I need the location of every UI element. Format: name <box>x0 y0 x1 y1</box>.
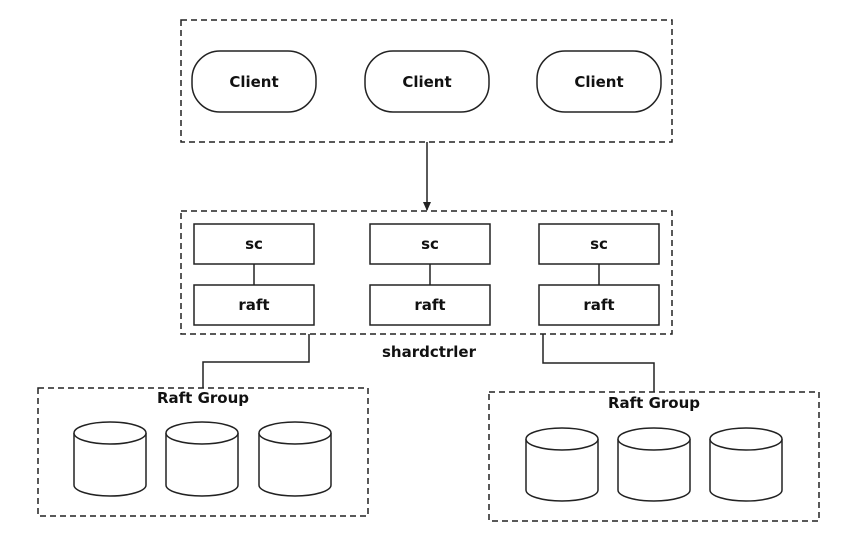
shardctrler-group-border <box>180 210 673 335</box>
raft-label: raft <box>414 296 445 314</box>
database-icon <box>73 433 147 497</box>
client-group-border <box>180 19 673 143</box>
database-icon <box>525 439 599 502</box>
database-icon <box>258 433 332 497</box>
client-label: Client <box>574 73 623 91</box>
sc-box <box>369 223 491 265</box>
disk-row <box>73 421 332 497</box>
shardctrler-node: sc raft <box>369 223 491 326</box>
client-node: Client <box>536 50 662 113</box>
raft-group-right: Raft Group <box>488 391 820 522</box>
client-label: Client <box>402 73 451 91</box>
raft-label: raft <box>238 296 269 314</box>
raft-box <box>538 284 660 326</box>
database-icon-top <box>73 421 147 445</box>
shardctrler-to-raft-group-left-connector <box>202 334 310 388</box>
database-icon-top <box>165 421 239 445</box>
raft-group-label: Raft Group <box>157 389 249 407</box>
sc-label: sc <box>421 235 439 253</box>
database-icon <box>709 439 783 502</box>
database-icon-top <box>525 427 599 451</box>
raft-group-border <box>488 391 820 522</box>
sc-box <box>193 223 315 265</box>
client-label: Client <box>229 73 278 91</box>
raft-group-left: Raft Group <box>37 387 369 517</box>
sc-box <box>538 223 660 265</box>
raft-group-border <box>37 387 369 517</box>
raft-label: raft <box>583 296 614 314</box>
raft-group-label: Raft Group <box>608 394 700 412</box>
shardctrler-group: sc raft sc raft sc raft shardctrler <box>180 210 673 361</box>
database-icon-top <box>709 427 783 451</box>
client-group: Client Client Client <box>180 19 673 143</box>
shardctrler-label: shardctrler <box>382 343 477 361</box>
raft-box <box>193 284 315 326</box>
shardctrler-node: sc raft <box>193 223 315 326</box>
disk-row <box>525 427 783 502</box>
database-icon-top <box>617 427 691 451</box>
database-icon <box>617 439 691 502</box>
shardctrler-to-raft-group-right-connector <box>542 334 655 392</box>
database-icon <box>165 433 239 497</box>
database-icon-top <box>258 421 332 445</box>
raft-box <box>369 284 491 326</box>
client-node: Client <box>364 50 490 113</box>
sc-label: sc <box>590 235 608 253</box>
client-node: Client <box>191 50 317 113</box>
sc-label: sc <box>245 235 263 253</box>
shardctrler-node: sc raft <box>538 223 660 326</box>
